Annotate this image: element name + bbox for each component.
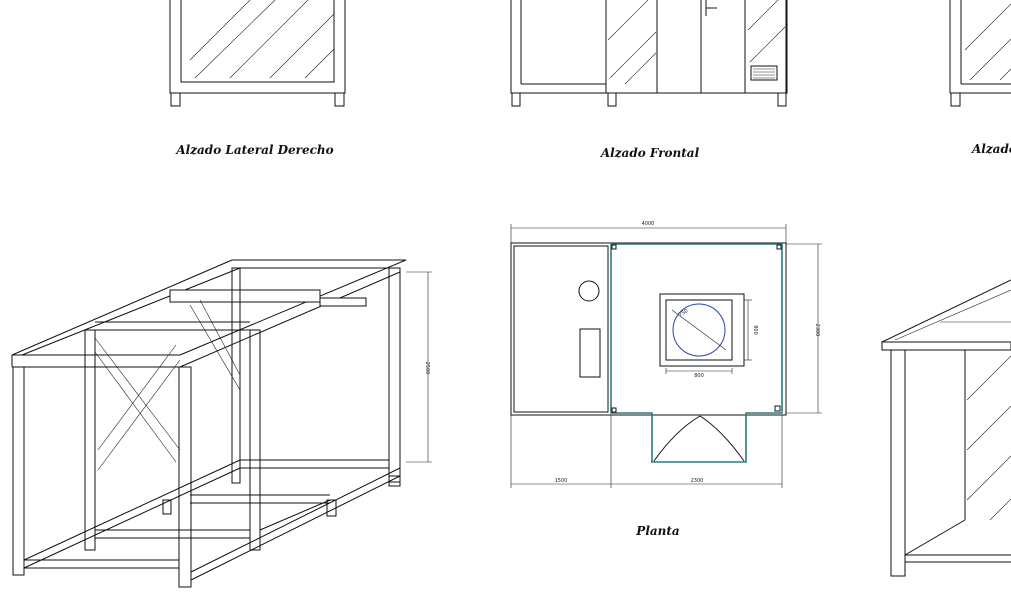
right-elevation-caption: Alzado Lateral Derecho bbox=[175, 143, 333, 157]
plan-depth: 2300 bbox=[814, 324, 820, 337]
isometric-cabin-view bbox=[881, 279, 1011, 577]
plan-left-width: 1500 bbox=[555, 478, 568, 484]
front-elevation-caption: Alzado Frontal bbox=[600, 146, 700, 160]
left-elevation-caption: Alzado bbox=[971, 142, 1011, 156]
left-elevation-view bbox=[949, 0, 1011, 107]
plan-view bbox=[510, 224, 822, 488]
front-elevation-view bbox=[510, 0, 788, 107]
isometric-frame-view bbox=[11, 259, 432, 588]
equipment-width: 800 bbox=[694, 373, 704, 379]
circle-diameter: 750 bbox=[678, 308, 689, 318]
equipment-depth: 800 bbox=[752, 325, 758, 335]
plan-total-width: 4000 bbox=[642, 221, 655, 227]
iso-height-dimension: 2500 bbox=[424, 362, 430, 375]
plan-caption: Planta bbox=[635, 524, 679, 538]
right-elevation-view bbox=[169, 0, 346, 107]
plan-right-width: 2300 bbox=[691, 478, 704, 484]
